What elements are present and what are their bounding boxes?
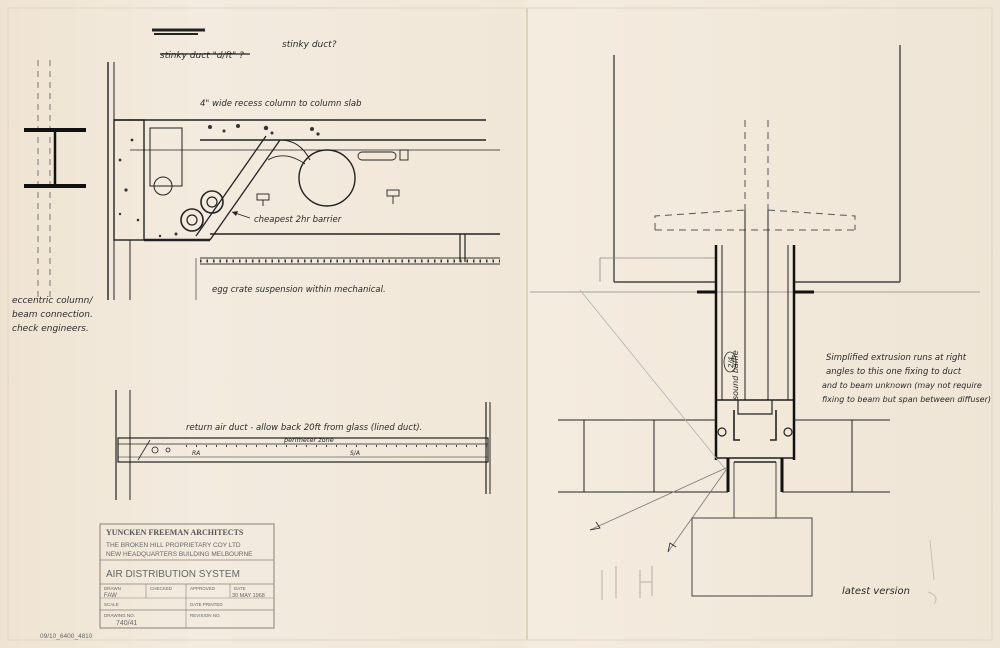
return-air-section xyxy=(115,390,491,500)
barrier-note: cheapest 2hr barrier xyxy=(254,215,342,225)
plan-annotations: stinky duct "d/ft" ? stinky duct? 4" wid… xyxy=(12,40,386,334)
client-line-2: NEW HEADQUARTERS BUILDING MELBOURNE xyxy=(106,551,253,558)
latest-version-note: latest version xyxy=(842,586,910,597)
recess-note: 4" wide recess column to column slab xyxy=(200,99,361,109)
simplified-note-line1: Simplified extrusion runs at right xyxy=(826,353,967,363)
return-air-note: return air duct - allow back 20ft from g… xyxy=(186,423,422,433)
revision-label: REVISION NO. xyxy=(190,613,221,618)
perimeter-zone-label: perimeter zone xyxy=(283,436,334,444)
title-block xyxy=(99,523,275,629)
date-printed-label: DATE PRINTED xyxy=(190,602,223,607)
struck-note: stinky duct "d/ft" ? xyxy=(160,51,244,61)
drawn-value: FAW xyxy=(104,593,117,599)
client-line-1: THE BROKEN HILL PROPRIETARY COY LTD xyxy=(106,542,241,549)
eccentric-note-line1: eccentric column/ xyxy=(12,296,93,306)
archive-number: 09/10_6400_4810 xyxy=(40,633,93,640)
drawing-title: AIR DISTRIBUTION SYSTEM xyxy=(106,569,240,580)
eccentric-note-line3: check engineers. xyxy=(12,324,89,334)
simplified-note-line4: fixing to beam but span between diffuser… xyxy=(822,395,991,404)
approved-label: APPROVED xyxy=(190,586,216,591)
scale-label: SCALE xyxy=(104,602,119,607)
sheet-border xyxy=(7,7,993,641)
section-detail xyxy=(530,45,980,605)
firm-name: YUNCKEN FREEMAN ARCHITECTS xyxy=(106,528,244,537)
checked-label: CHECKED xyxy=(150,586,173,591)
eccentric-note-line2: beam connection. xyxy=(12,310,93,320)
drawing-no-value: 740/41 xyxy=(116,620,138,627)
simplified-note-line2: angles to this one fixing to duct xyxy=(826,367,962,377)
date-value: 30 MAY 1968 xyxy=(232,593,265,599)
date-label: DATE xyxy=(234,586,246,591)
stinky-duct-note: stinky duct? xyxy=(282,40,337,50)
drawn-label: DRAWN xyxy=(104,586,121,591)
drawing-no-label: DRAWING NO. xyxy=(104,613,135,618)
simplified-note-line3: and to beam unknown (may not require xyxy=(822,381,982,390)
plan-detail xyxy=(24,28,500,300)
detail-mark-text: 2/4 xyxy=(727,357,735,368)
egg-crate-note: egg crate suspension within mechanical. xyxy=(212,285,386,295)
detail-mark: 2/4 xyxy=(723,351,737,373)
sa-label: S/A xyxy=(350,450,360,457)
ra-label: RA xyxy=(192,450,200,457)
sound-baffle-label: sound baffle xyxy=(731,350,740,400)
